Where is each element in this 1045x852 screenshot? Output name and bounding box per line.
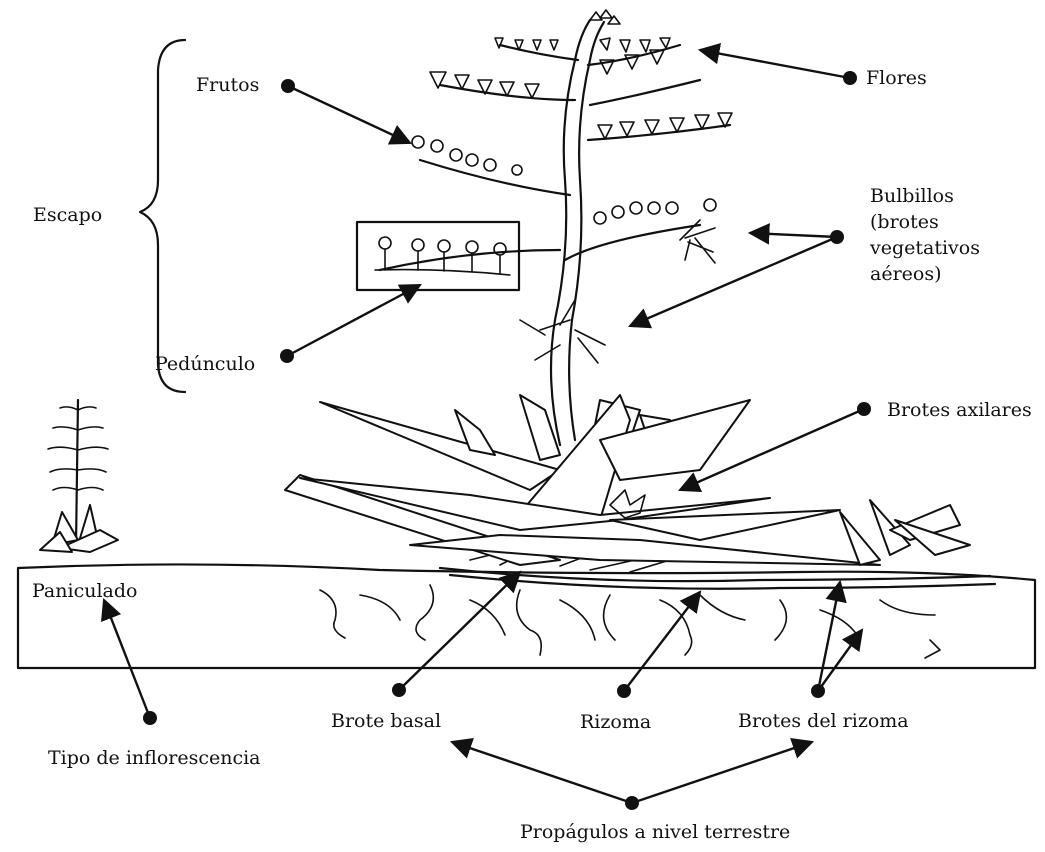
- label-bulbillos-3: vegetativos: [869, 237, 980, 259]
- label-brote-basal: Brote basal: [331, 710, 441, 732]
- roots: [320, 585, 940, 658]
- paniculate-inset-plant: [40, 400, 118, 552]
- labels: Frutos Flores Escapo Bulbillos (brotes v…: [32, 67, 1032, 843]
- label-bulbillos-4: aéreos): [870, 263, 942, 285]
- label-bulbillos-1: Bulbillos: [870, 185, 954, 207]
- rosette: [285, 395, 970, 565]
- label-brotes-rizoma: Brotes del rizoma: [738, 710, 909, 732]
- label-frutos: Frutos: [196, 74, 259, 96]
- annotation-arrows: [104, 50, 871, 810]
- label-escapo: Escapo: [33, 204, 102, 226]
- label-bulbillos-2: (brotes: [870, 211, 939, 233]
- label-rizoma: Rizoma: [580, 711, 651, 733]
- label-tipo-inflorescencia: Tipo de inflorescencia: [48, 747, 261, 769]
- label-paniculado: Paniculado: [32, 580, 137, 602]
- label-pedunculo: Pedúnculo: [155, 353, 255, 375]
- peduncle-detail-box: [357, 222, 519, 290]
- label-propagulos: Propágulos a nivel terrestre: [520, 821, 790, 843]
- escapo-brace: [140, 40, 185, 392]
- scape: [551, 20, 604, 445]
- label-brotes-axilares: Brotes axilares: [887, 399, 1032, 421]
- label-flores: Flores: [866, 67, 927, 89]
